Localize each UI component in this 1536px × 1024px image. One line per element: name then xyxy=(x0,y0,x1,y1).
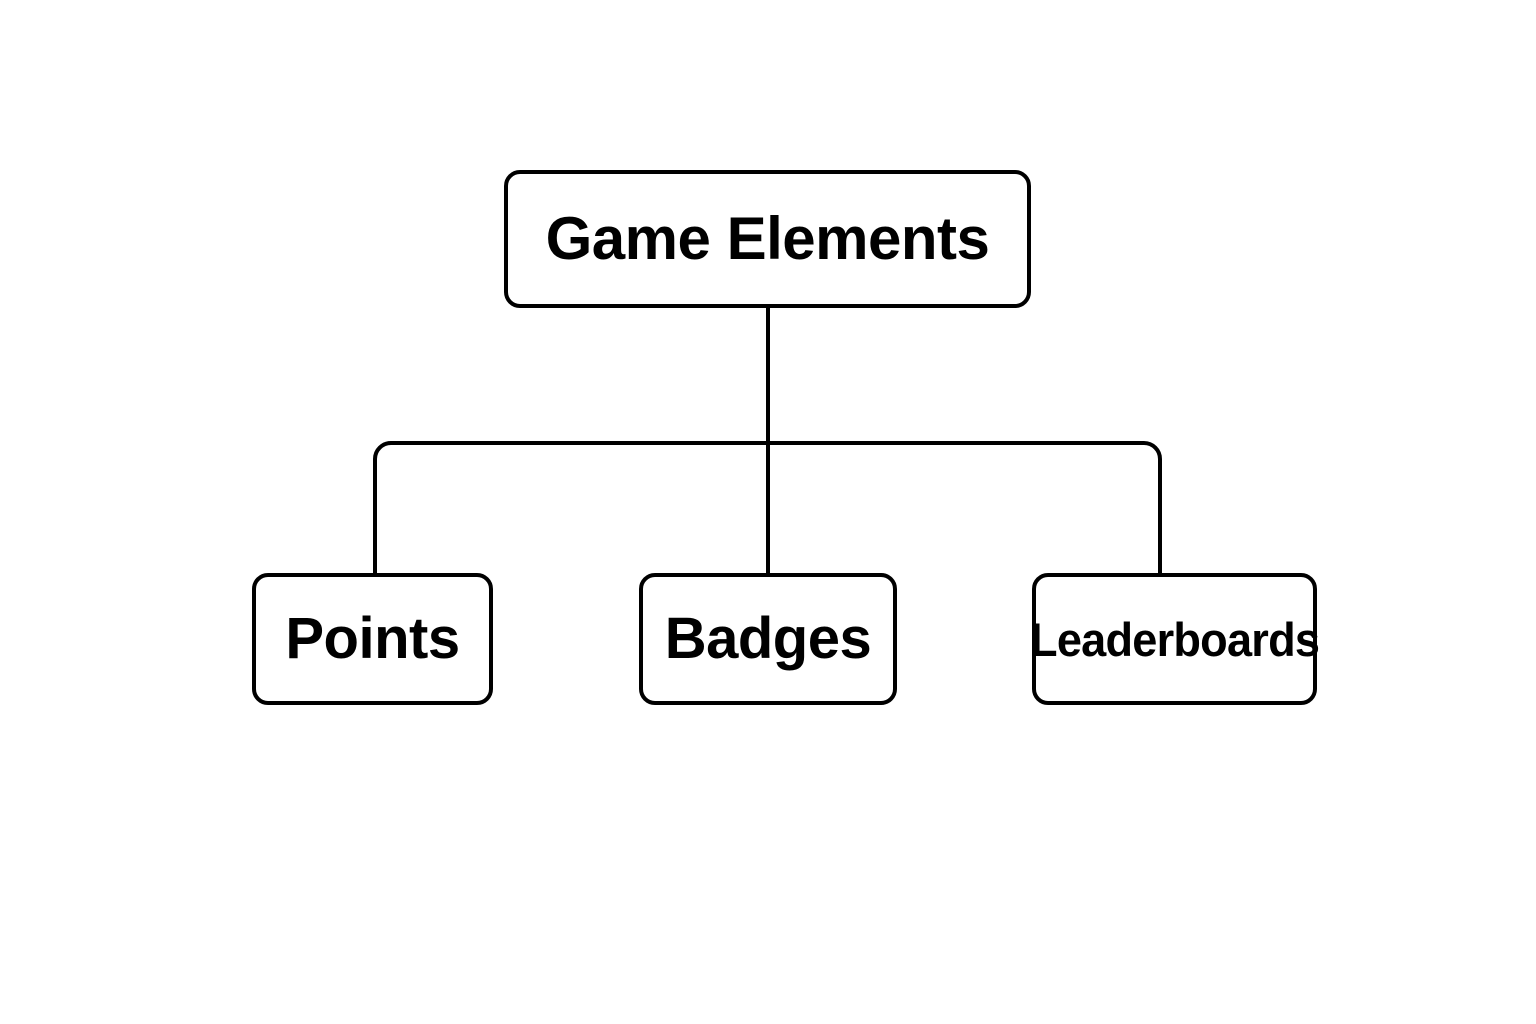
node-badges-label: Badges xyxy=(664,606,872,671)
edge-root-to-leaderboards xyxy=(768,441,1162,573)
node-points[interactable]: Points xyxy=(252,573,493,705)
node-game-elements[interactable]: Game Elements xyxy=(504,170,1031,308)
edge-root-to-points xyxy=(373,441,768,573)
node-game-elements-label: Game Elements xyxy=(545,205,990,272)
node-leaderboards[interactable]: Leaderboards xyxy=(1029,573,1320,705)
node-points-label: Points xyxy=(285,606,460,671)
node-leaderboards-label: Leaderboards xyxy=(1029,612,1320,666)
node-badges[interactable]: Badges xyxy=(639,573,897,705)
